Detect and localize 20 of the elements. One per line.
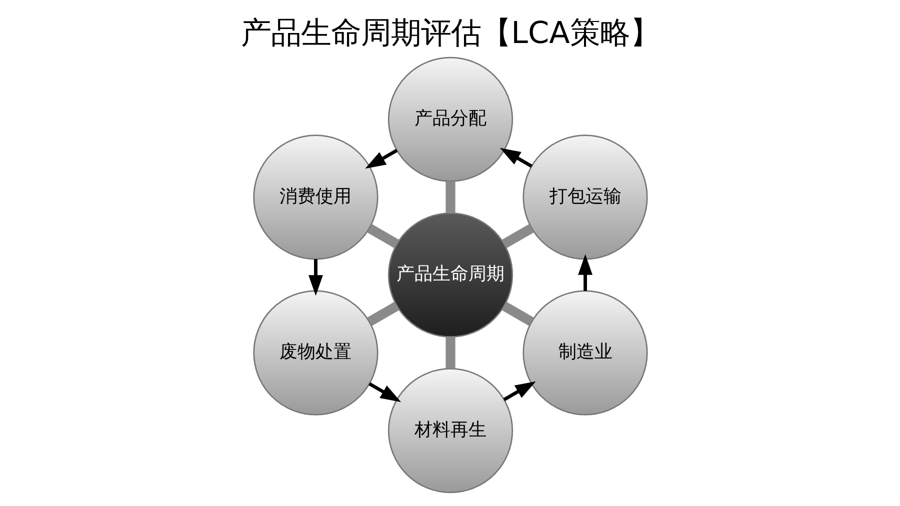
node-circle: 产品生命周期 bbox=[387, 212, 513, 338]
node-circle: 打包运输 bbox=[522, 134, 648, 260]
arrow bbox=[364, 148, 398, 169]
connector bbox=[366, 302, 399, 326]
connector bbox=[445, 182, 455, 214]
diagram-title: 产品生命周期评估【LCA策略】 bbox=[240, 16, 660, 52]
node-circle: 废物处置 bbox=[252, 290, 378, 416]
connector bbox=[445, 336, 455, 368]
connector bbox=[501, 224, 534, 248]
arrow bbox=[499, 148, 532, 168]
connector bbox=[366, 224, 399, 248]
node-circle: 产品分配 bbox=[387, 56, 513, 182]
arrow bbox=[502, 381, 536, 402]
arrow bbox=[308, 259, 322, 296]
node-circle: 消费使用 bbox=[252, 134, 378, 260]
node-circle: 制造业 bbox=[522, 290, 648, 416]
connector bbox=[501, 302, 534, 326]
arrow bbox=[368, 382, 401, 402]
arrow bbox=[578, 254, 592, 291]
node-circle: 材料再生 bbox=[387, 368, 513, 494]
